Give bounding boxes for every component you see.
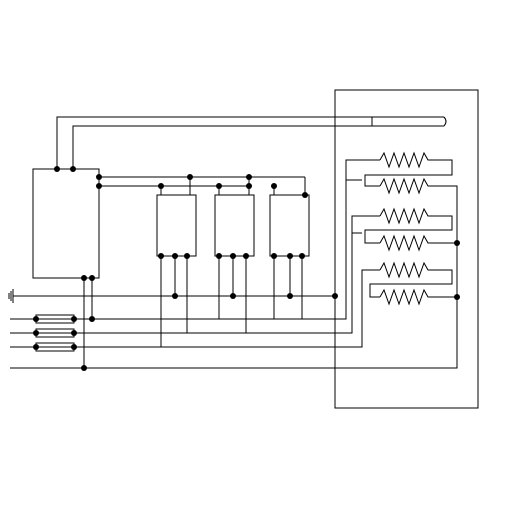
junction-dots [33,166,460,371]
heating-element-2 [379,177,430,195]
heater-enclosure [334,89,479,409]
control-box [32,168,100,279]
phase-lines [84,179,363,348]
thermostat-probe-wiring [56,116,447,169]
heating-element-5 [379,261,430,279]
heating-element-wiring [335,159,458,369]
heating-element-1 [379,151,430,169]
heating-element-3 [379,207,430,225]
relay-2 [214,194,255,257]
relay-1 [156,194,197,257]
heating-element-6 [379,288,430,306]
relay-3 [269,194,310,257]
control-box-taps [83,278,93,368]
relay-outputs [160,256,303,347]
heating-element-4 [379,234,430,252]
ground-symbol [8,289,14,303]
